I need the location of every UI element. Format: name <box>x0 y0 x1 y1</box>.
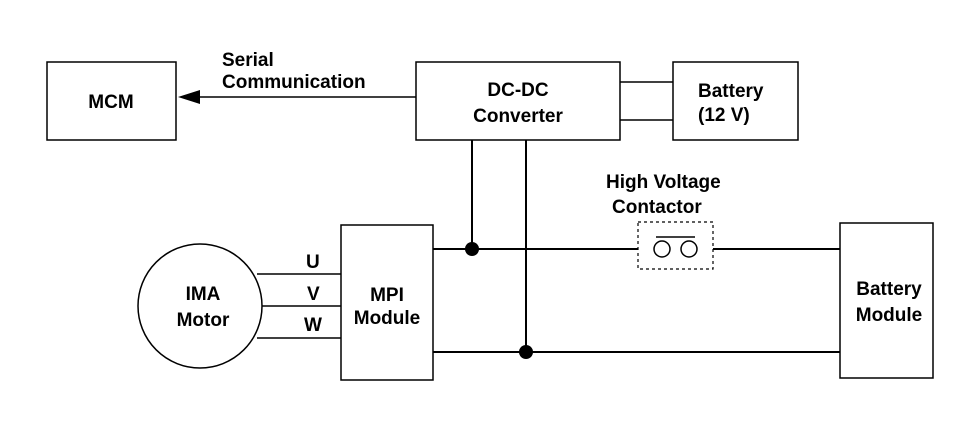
serial-communication-link: Serial Communication <box>178 50 416 104</box>
battery12v-label-line2: (12 V) <box>698 105 750 126</box>
serial-label-line1: Serial <box>222 50 274 71</box>
battery-module-label-line1: Battery <box>856 279 922 300</box>
ima-motor: IMA Motor <box>137 243 263 369</box>
mpi-module-block: MPI Module <box>340 224 434 381</box>
dcdc-converter-block: DC-DC Converter <box>415 61 621 141</box>
ima-motor-label-line1: IMA <box>186 284 221 305</box>
ima-motor-label-line2: Motor <box>177 310 230 331</box>
arrowhead-icon <box>178 90 200 104</box>
phase-w-label: W <box>304 315 322 336</box>
battery-module-block: Battery Module <box>839 222 934 379</box>
high-voltage-contactor: High Voltage Contactor <box>606 172 721 270</box>
junction-dot-positive <box>465 242 479 256</box>
contactor-terminal-left <box>653 240 671 258</box>
dcdc-label-line1: DC-DC <box>487 80 548 101</box>
phase-wires: U V W <box>257 252 341 339</box>
phase-v-label: V <box>307 284 320 305</box>
serial-label-line2: Communication <box>222 72 366 93</box>
mcm-block: MCM <box>46 61 177 141</box>
mpi-label-line1: MPI <box>370 285 404 306</box>
battery-module-label-line2: Module <box>856 305 923 326</box>
contactor-label-line1: High Voltage <box>606 172 721 193</box>
mcm-label: MCM <box>88 92 133 113</box>
battery12v-label-line1: Battery <box>698 81 764 102</box>
contactor-terminal-right <box>680 240 698 258</box>
contactor-label-line2: Contactor <box>612 197 702 218</box>
dcdc-label-line2: Converter <box>473 106 563 127</box>
battery-12v-block: Battery (12 V) <box>672 61 799 141</box>
phase-u-label: U <box>306 252 320 273</box>
junction-dot-negative <box>519 345 533 359</box>
mpi-label-line2: Module <box>354 308 421 329</box>
